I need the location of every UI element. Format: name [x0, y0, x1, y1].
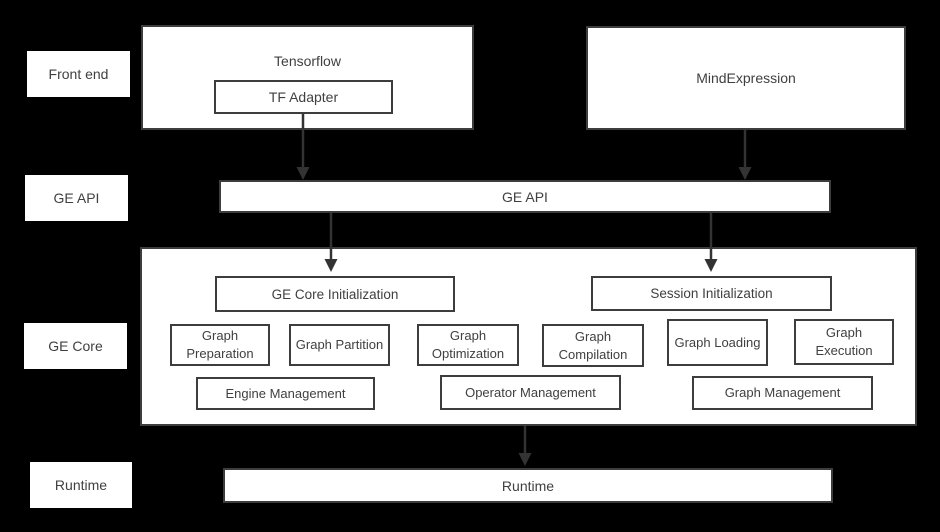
module-graph-partition: Graph Partition — [289, 324, 390, 366]
tensorflow-label: Tensorflow — [274, 53, 341, 69]
tensorflow-box: Tensorflow TF Adapter — [141, 25, 474, 130]
ge-core-box: GE Core Initialization Session Initializ… — [140, 247, 917, 426]
runtime-bar-label: Runtime — [501, 477, 555, 494]
module-operator-management: Operator Management — [440, 375, 621, 410]
module-graph-preparation: Graph Preparation — [170, 324, 270, 366]
tf-adapter-label: TF Adapter — [268, 89, 339, 105]
module-graph-loading: Graph Loading — [667, 319, 768, 366]
module-graph-management: Graph Management — [692, 376, 873, 410]
module-graph-execution: Graph Execution — [794, 319, 894, 365]
ge-core-initialization-box: GE Core Initialization — [215, 276, 455, 312]
session-initialization-box: Session Initialization — [591, 276, 832, 311]
tf-adapter-box: TF Adapter — [214, 80, 393, 114]
module-graph-optimization: Graph Optimization — [417, 324, 519, 366]
layer-label-ge-api: GE API — [25, 175, 128, 221]
runtime-bar: Runtime — [223, 468, 833, 503]
module-graph-compilation: Graph Compilation — [542, 324, 644, 367]
mindexpression-label: MindExpression — [696, 70, 796, 86]
ge-core-initialization-label: GE Core Initialization — [271, 286, 399, 302]
module-engine-management: Engine Management — [196, 377, 375, 410]
ge-api-bar-label: GE API — [502, 188, 548, 205]
mindexpression-box: MindExpression — [586, 26, 906, 130]
ge-api-bar: GE API — [219, 180, 831, 213]
arrow-ge-core-to-runtime — [518, 426, 532, 466]
layer-label-runtime: Runtime — [30, 462, 132, 508]
layer-label-front-end: Front end — [27, 51, 130, 97]
layer-label-ge-core: GE Core — [24, 323, 127, 369]
session-initialization-label: Session Initialization — [650, 286, 773, 301]
arrow-mindexpression-to-ge-api — [738, 130, 752, 180]
